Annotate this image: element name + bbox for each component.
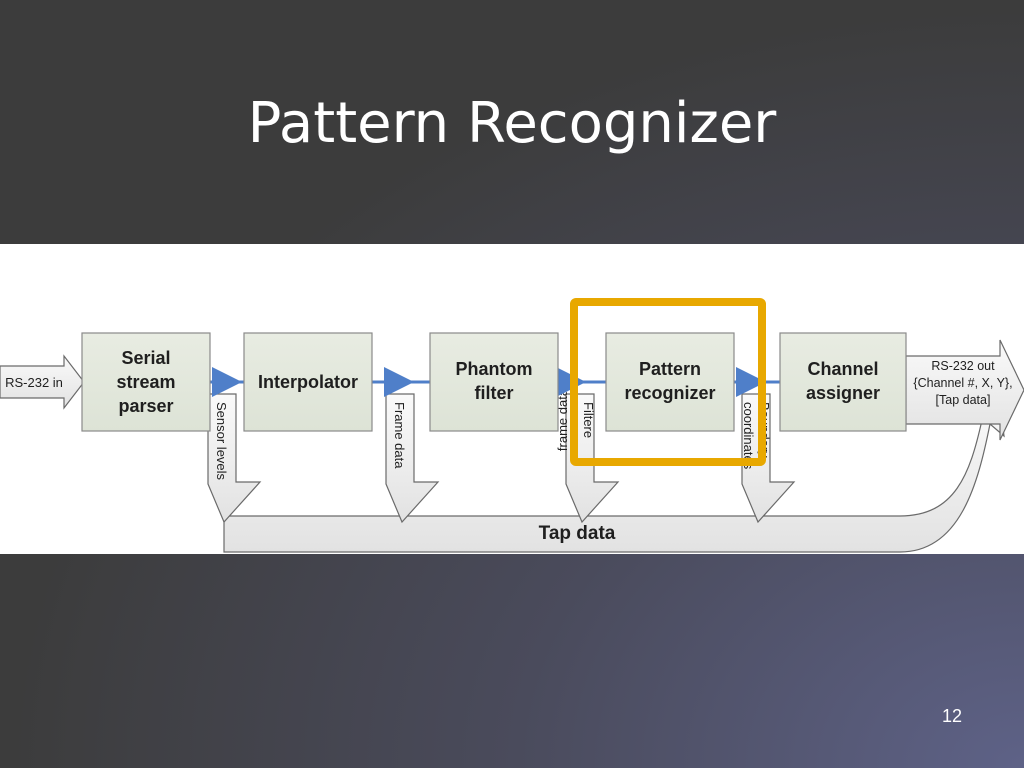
channel-line2: assigner — [806, 383, 880, 403]
serial-line3: parser — [118, 396, 173, 416]
filtered-data-label-left: frame data — [555, 388, 570, 451]
pattern-line1: Pattern — [639, 359, 701, 379]
slide-title: Pattern Recognizer — [247, 91, 777, 156]
phantom-filter-block: Phantom filter — [429, 332, 559, 432]
serial-line2: stream — [116, 372, 175, 392]
frame-data-arrow — [385, 393, 440, 524]
sensor-levels-label: Sensor levels — [214, 402, 229, 481]
output-label-line2: {Channel #, X, Y}, — [913, 376, 1012, 390]
output-label-line3: [Tap data] — [936, 393, 991, 407]
diagram-panel: Tap data RS-232 out {Channel #, X, Y}, [… — [0, 244, 1024, 554]
serial-line1: Serial — [121, 348, 170, 368]
output-arrow — [905, 339, 1024, 441]
interpolator-label: Interpolator — [258, 372, 358, 392]
input-label: RS-232 in — [5, 375, 63, 390]
pattern-recognizer-block: Pattern recognizer — [605, 332, 735, 432]
interpolator-block: Interpolator — [243, 332, 373, 432]
filtered-data-label-right: Filtere — [581, 402, 596, 438]
tap-data-label: Tap data — [539, 523, 616, 544]
channel-line1: Channel — [807, 359, 878, 379]
boundary-coordinates-arrow — [741, 393, 796, 524]
phantom-line2: filter — [474, 383, 513, 403]
phantom-line1: Phantom — [455, 359, 532, 379]
pattern-line2: recognizer — [624, 383, 715, 403]
boundary-label-left: coordinates — [741, 402, 756, 470]
input-arrow — [0, 354, 85, 410]
channel-assigner-block: Channel assigner — [779, 332, 907, 432]
pipeline-diagram: Tap data RS-232 out {Channel #, X, Y}, [… — [0, 298, 1024, 553]
serial-stream-parser-block: Serial stream parser — [81, 332, 211, 432]
frame-data-label: Frame data — [392, 402, 407, 469]
highlight-frame — [570, 298, 766, 466]
slide-number: 12 — [941, 706, 963, 726]
output-label-line1: RS-232 out — [931, 359, 995, 373]
tap-data-arrow — [223, 403, 1005, 553]
